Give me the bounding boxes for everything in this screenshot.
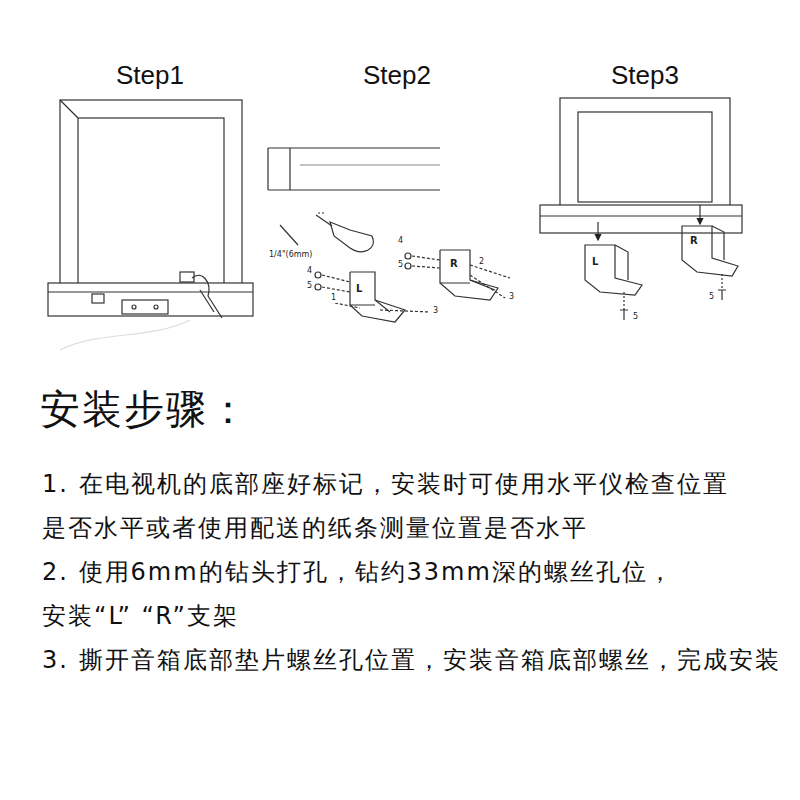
callout-number: 5: [632, 312, 639, 322]
step-heading: Step2: [363, 60, 431, 91]
callout-number: 5: [708, 292, 715, 302]
callout-number: 5: [306, 281, 313, 291]
bracket-mark: R: [450, 258, 458, 270]
step2-figure: [268, 148, 510, 322]
callout-number: 5: [397, 260, 404, 270]
instruction-text: 2. 使用6mm的钻头打孔，钻约33mm深的螺丝孔位，安装“L” “R”支架: [42, 550, 754, 638]
step-heading: Step1: [116, 60, 184, 91]
bracket-mark: L: [356, 283, 362, 295]
drill-size: 1/4"(6mm): [268, 250, 313, 260]
callout-number: 3: [508, 292, 515, 302]
callout-number: 3: [432, 306, 439, 316]
step-heading: Step3: [611, 60, 679, 91]
callout-number: 4: [306, 266, 313, 276]
step1-figure: [48, 100, 253, 350]
callout-number: 2: [478, 257, 485, 267]
instruction-text: 1. 在电视机的底部座好标记，安装时可使用水平仪检查位置 是否水平或者使用配送的…: [42, 462, 772, 550]
callout-number: 4: [397, 236, 404, 246]
instruction-text: 3. 撕开音箱底部垫片螺丝孔位置，安装音箱底部螺丝，完成安装: [42, 638, 800, 682]
bracket-mark: R: [690, 235, 698, 247]
bracket-mark: L: [592, 256, 598, 268]
section-title: 安装步骤：: [40, 385, 250, 433]
step3-figure: [540, 98, 742, 320]
callout-number: 1: [330, 293, 337, 303]
